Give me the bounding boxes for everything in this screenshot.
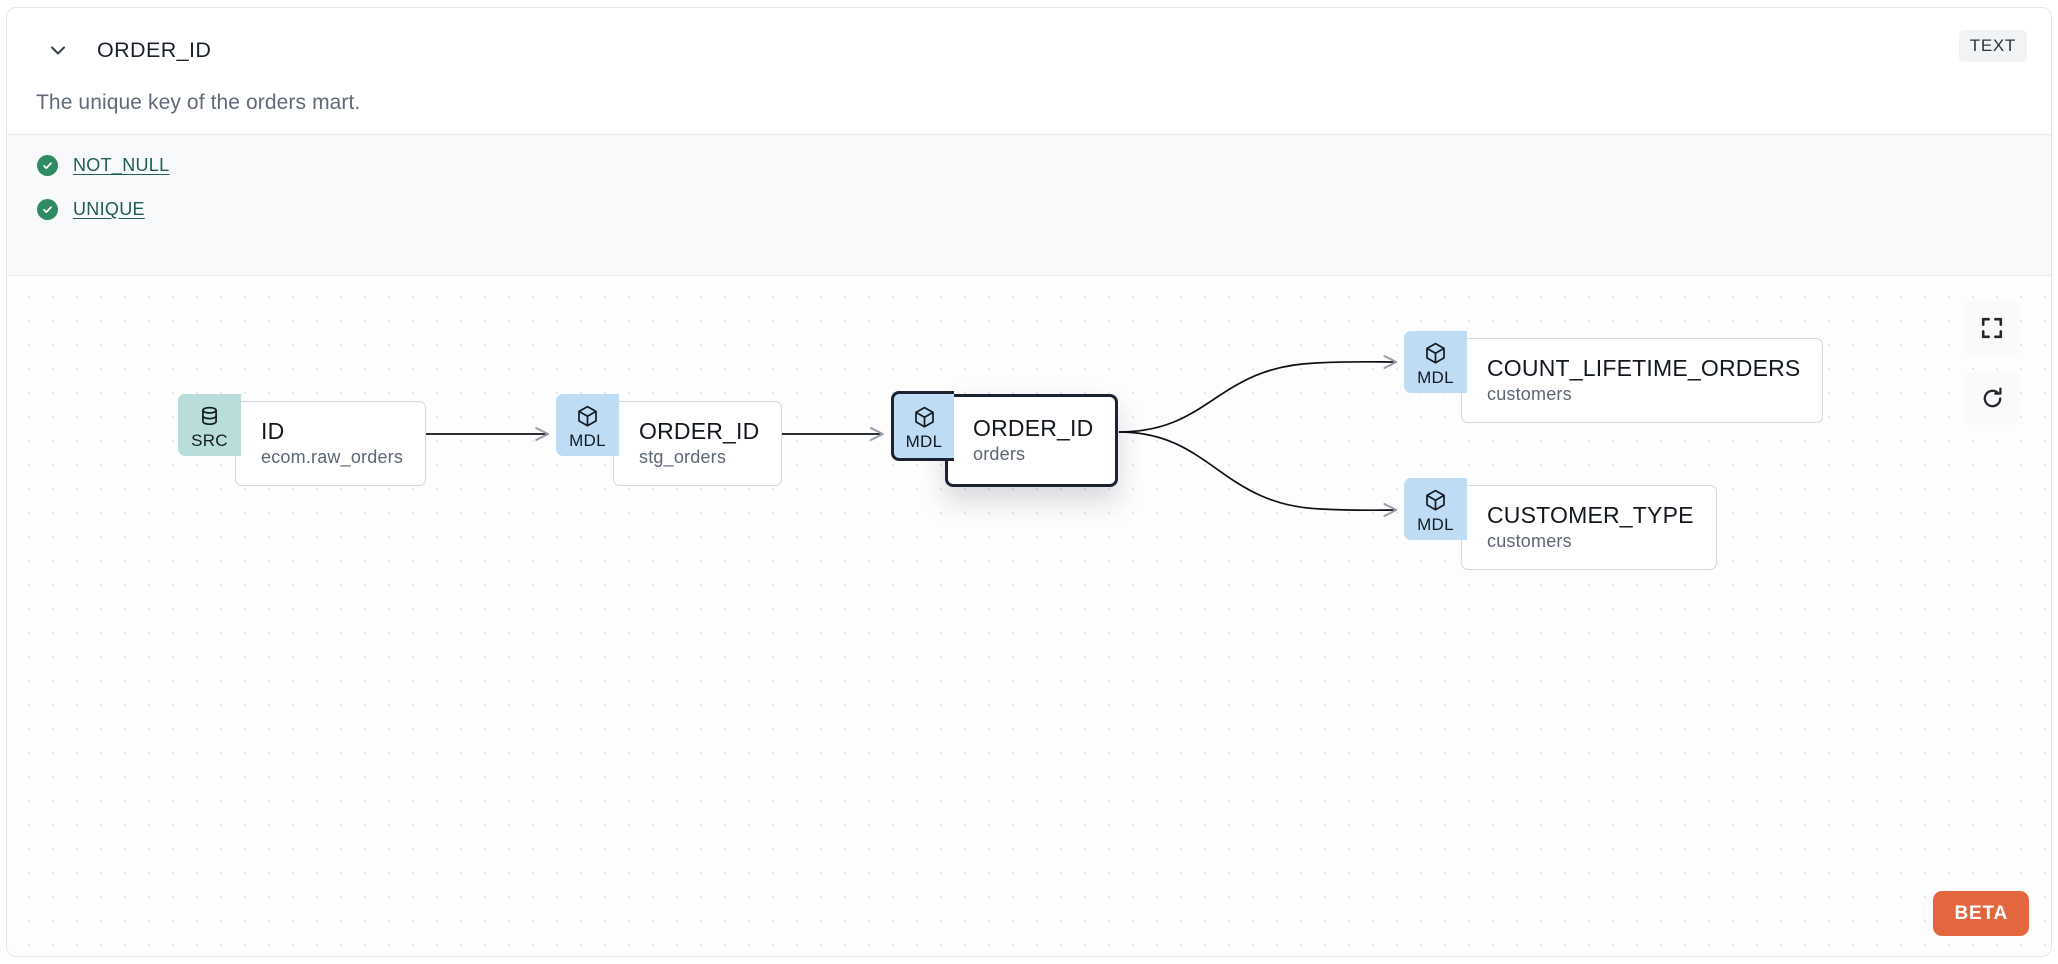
column-description: The unique key of the orders mart. — [36, 91, 361, 114]
test-row: UNIQUE — [37, 196, 145, 222]
node-name: COUNT_LIFETIME_ORDERS — [1487, 354, 1801, 381]
test-row: NOT_NULL — [37, 152, 169, 178]
data-type-badge: TEXT — [1958, 30, 2027, 62]
lineage-node-count-lifetime-orders[interactable]: MDL COUNT_LIFETIME_ORDERS customers — [1404, 331, 1824, 423]
test-link-not-null[interactable]: NOT_NULL — [73, 154, 170, 175]
node-name: ID — [261, 417, 285, 444]
node-name: ORDER_ID — [639, 417, 760, 444]
node-body: ORDER_ID stg_orders — [613, 401, 783, 486]
edge-orders-ctype — [1118, 431, 1398, 517]
tests-section: NOT_NULL UNIQUE — [7, 134, 2051, 276]
node-badge-label: MDL — [1417, 514, 1454, 534]
chevron-down-icon[interactable] — [43, 35, 73, 65]
node-badge-mdl: MDL — [1404, 331, 1467, 393]
node-name: CUSTOMER_TYPE — [1487, 501, 1694, 528]
node-badge-label: MDL — [1417, 367, 1454, 387]
node-badge-mdl: MDL — [556, 394, 619, 456]
lineage-node-src[interactable]: SRC ID ecom.raw_orders — [178, 394, 427, 486]
node-body: COUNT_LIFETIME_ORDERS customers — [1461, 338, 1824, 423]
lineage-node-customer-type[interactable]: MDL CUSTOMER_TYPE customers — [1404, 478, 1717, 570]
cube-icon — [1423, 341, 1448, 366]
fit-view-button[interactable] — [1965, 301, 2019, 355]
lineage-node-stg[interactable]: MDL ORDER_ID stg_orders — [556, 394, 783, 486]
node-model: customers — [1487, 384, 1572, 405]
lineage-canvas[interactable]: SRC ID ecom.raw_orders MDL ORDE — [7, 277, 2051, 956]
panel-header: ORDER_ID TEXT The unique key of the orde… — [7, 8, 2051, 134]
reset-button[interactable] — [1965, 371, 2019, 425]
node-model: orders — [973, 444, 1026, 465]
node-badge-label: MDL — [569, 430, 606, 450]
cube-icon — [912, 405, 937, 430]
test-link-unique[interactable]: UNIQUE — [73, 198, 145, 219]
node-model: ecom.raw_orders — [261, 447, 404, 468]
page-title: ORDER_ID — [97, 37, 212, 62]
header-row: ORDER_ID — [7, 31, 2051, 69]
node-body: ORDER_ID orders — [945, 394, 1119, 487]
node-body: CUSTOMER_TYPE customers — [1461, 485, 1717, 570]
lineage-node-orders[interactable]: MDL ORDER_ID orders — [891, 391, 1119, 487]
beta-badge[interactable]: BETA — [1933, 891, 2029, 936]
cube-icon — [575, 404, 600, 429]
check-circle-icon — [37, 154, 58, 176]
node-badge-mdl: MDL — [1404, 478, 1467, 540]
node-model: customers — [1487, 531, 1572, 552]
edge-orders-count — [1118, 355, 1398, 433]
node-badge-label: SRC — [191, 430, 228, 450]
node-badge-label: MDL — [905, 431, 943, 451]
refresh-icon — [1980, 386, 2005, 411]
node-badge-mdl: MDL — [891, 391, 954, 461]
fullscreen-icon — [1980, 316, 2004, 340]
node-model: stg_orders — [639, 447, 727, 468]
cube-icon — [1423, 488, 1448, 513]
database-icon — [197, 404, 222, 429]
node-name: ORDER_ID — [973, 414, 1094, 441]
node-body: ID ecom.raw_orders — [235, 401, 427, 486]
column-detail-panel: ORDER_ID TEXT The unique key of the orde… — [6, 7, 2052, 957]
canvas-controls — [1965, 301, 2019, 425]
node-badge-src: SRC — [178, 394, 241, 456]
check-circle-icon — [37, 198, 58, 220]
